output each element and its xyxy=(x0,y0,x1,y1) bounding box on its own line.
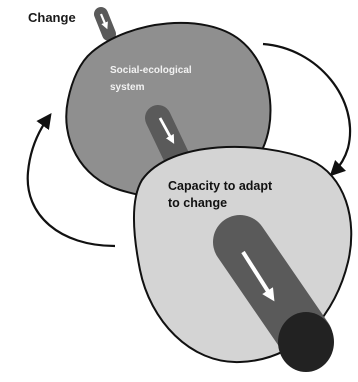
social-ecological-system-label-line1: Social-ecological xyxy=(110,65,192,76)
cycle-arrow-right xyxy=(262,42,352,177)
capacity-to-adapt-label-line2: to change xyxy=(168,196,227,210)
change-label: Change xyxy=(28,10,76,25)
change-input-pipe xyxy=(94,7,116,41)
change-input-arrow xyxy=(99,13,108,30)
cycle-arrow-left xyxy=(26,112,116,248)
output-pipe xyxy=(213,215,334,372)
output-pipe-end xyxy=(278,312,334,372)
social-ecological-system-label-line2: system xyxy=(110,82,145,93)
internal-pipe-arrow xyxy=(158,117,175,144)
capacity-to-adapt-label-line1: Capacity to adapt xyxy=(168,179,273,193)
output-pipe-arrow xyxy=(241,250,275,302)
internal-pipe xyxy=(158,117,175,144)
